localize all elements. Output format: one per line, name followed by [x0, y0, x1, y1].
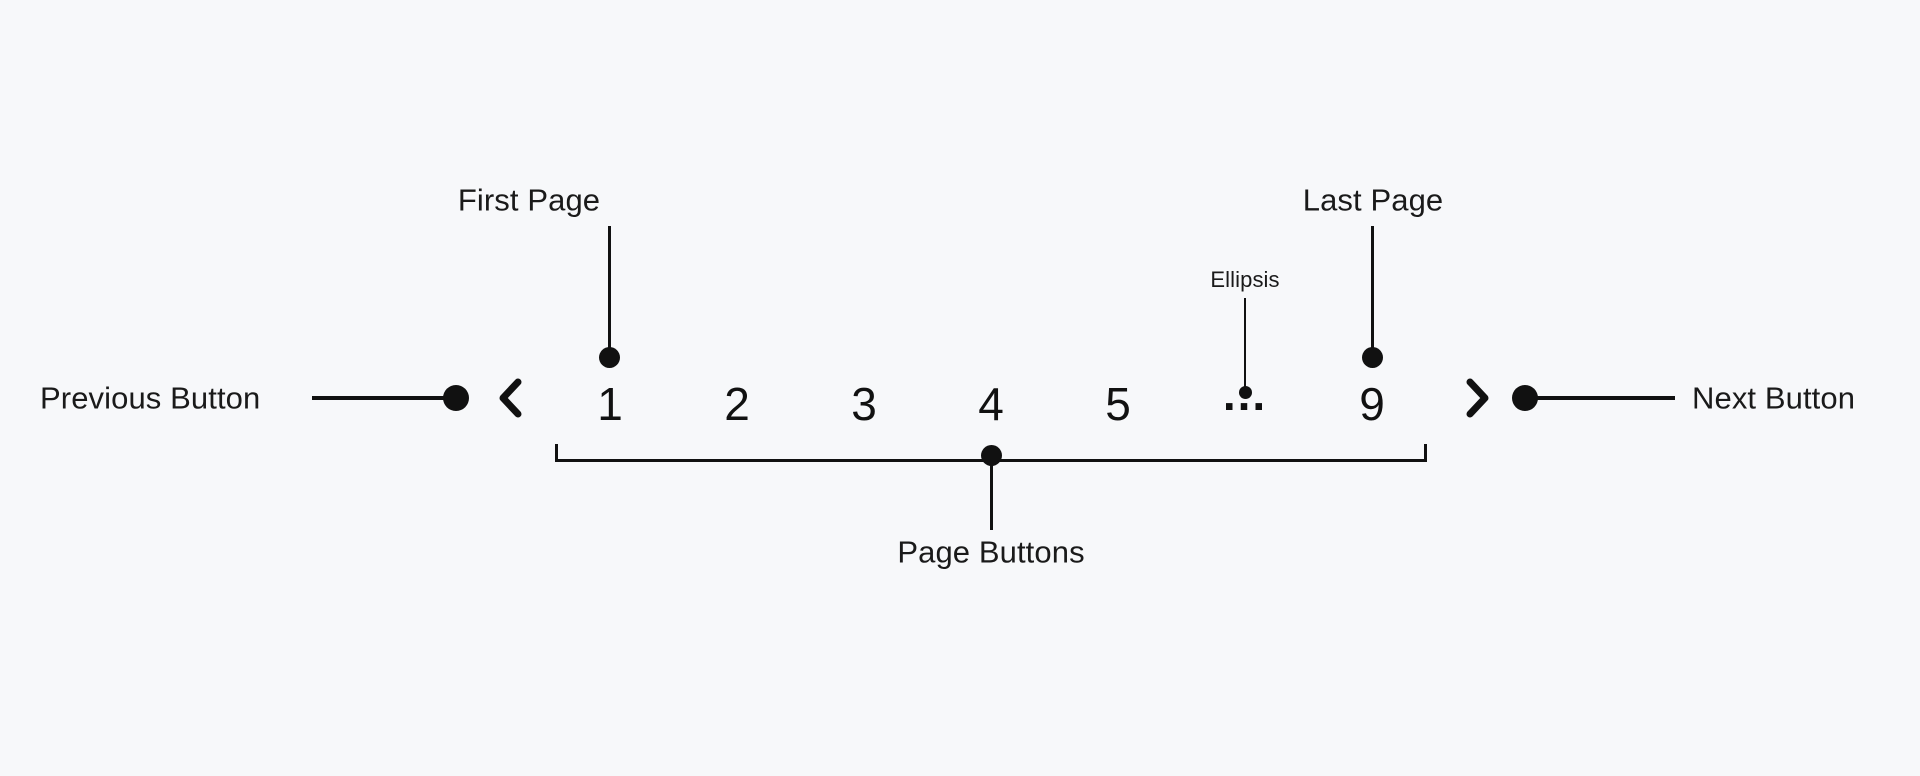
- pagination-page-button-3[interactable]: 3: [851, 378, 877, 430]
- pagination-page-button-4[interactable]: 4: [978, 378, 1004, 430]
- pagination-next-button[interactable]: [1461, 376, 1495, 420]
- connector-next-button: [1535, 396, 1675, 400]
- connector-ellipsis: [1244, 298, 1246, 394]
- connector-dot-first-page: [599, 347, 620, 368]
- bracket-tick-left: [555, 444, 558, 462]
- connector-dot-page-buttons: [981, 445, 1002, 466]
- connector-first-page: [608, 226, 611, 360]
- pagination-page-button-2[interactable]: 2: [724, 378, 750, 430]
- annotation-label-next-button: Next Button: [1692, 380, 1856, 416]
- chevron-right-icon: [1466, 378, 1489, 418]
- pagination-control[interactable]: 1 2 3 4 5 ... 9: [480, 368, 1480, 435]
- pagination-page-button-5[interactable]: 5: [1105, 378, 1131, 430]
- connector-dot-previous-button: [443, 385, 469, 411]
- annotation-label-page-buttons: Page Buttons: [897, 534, 1085, 570]
- chevron-left-icon: [499, 378, 522, 418]
- pagination-previous-button[interactable]: [492, 376, 526, 420]
- connector-dot-next-button: [1512, 385, 1538, 411]
- connector-page-buttons: [990, 458, 993, 530]
- annotation-label-first-page: First Page: [457, 182, 601, 218]
- connector-dot-last-page: [1362, 347, 1383, 368]
- pagination-ellipsis: ...: [1222, 368, 1268, 420]
- annotation-label-previous-button: Previous Button: [40, 380, 261, 416]
- bracket-tick-right: [1424, 444, 1427, 462]
- connector-previous-button: [312, 396, 452, 400]
- annotation-label-ellipsis: Ellipsis: [1210, 267, 1280, 292]
- annotation-label-last-page: Last Page: [1302, 182, 1444, 218]
- pagination-page-button-1[interactable]: 1: [597, 378, 623, 430]
- connector-dot-ellipsis: [1239, 386, 1252, 399]
- pagination-page-button-9[interactable]: 9: [1359, 378, 1385, 430]
- connector-last-page: [1371, 226, 1374, 360]
